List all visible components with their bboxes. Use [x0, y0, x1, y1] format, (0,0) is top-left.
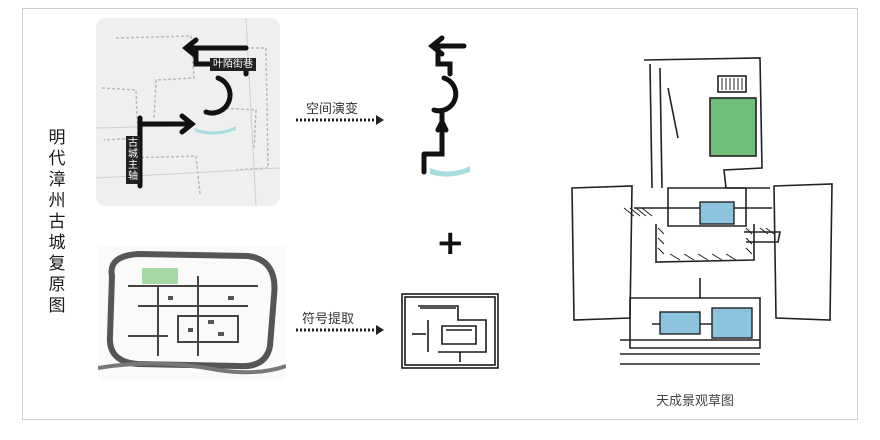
side-title: 明代漳州古城复原图	[48, 128, 66, 316]
landscape-sketch	[571, 57, 833, 365]
dotted-arrow-top	[296, 115, 384, 125]
ink-route-symbol	[421, 35, 470, 177]
axis-label: 古城主轴	[126, 136, 140, 184]
extracted-symbol-sketch	[401, 293, 499, 369]
arrow-label-extraction: 符号提取	[302, 312, 355, 327]
historic-map-detail: 叶陌街巷 古城主轴	[96, 18, 280, 206]
dotted-arrow-bottom	[296, 325, 384, 335]
restoration-map	[98, 246, 286, 380]
arrow-label-evolution: 空间演变	[306, 102, 359, 117]
historic-map-sketch	[96, 18, 280, 206]
street-label: 叶陌街巷	[210, 58, 256, 71]
outer-frame	[22, 8, 858, 420]
restoration-map-sketch	[98, 250, 286, 375]
plus-sign: +	[436, 223, 465, 263]
sketch-caption: 天成景观草图	[656, 394, 735, 409]
